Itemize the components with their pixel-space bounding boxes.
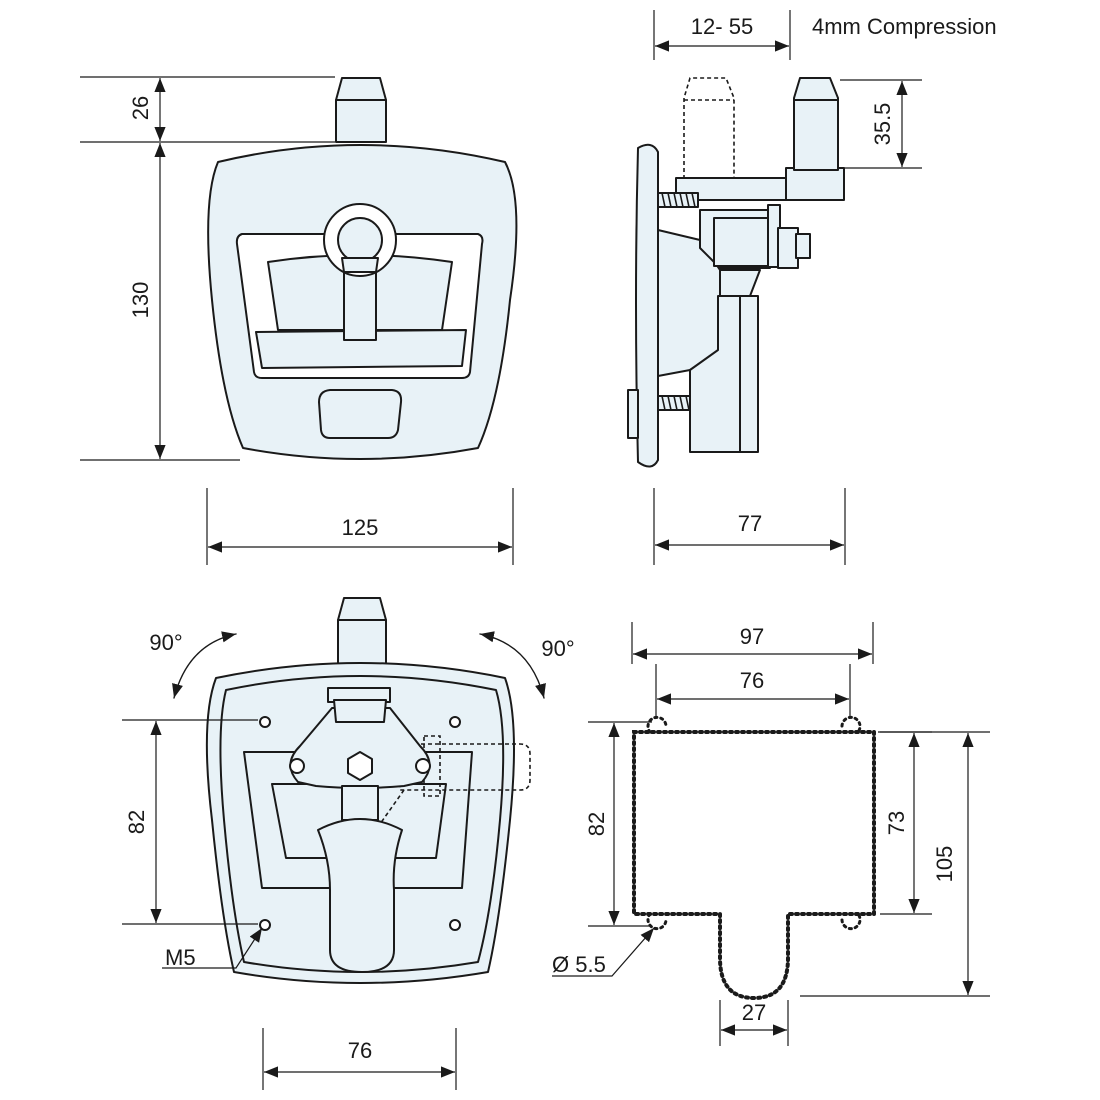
dim-97: 97 bbox=[740, 624, 764, 649]
side-rear-box bbox=[739, 295, 759, 453]
compression-label: 4mm Compression bbox=[812, 14, 997, 39]
dim-27: 27 bbox=[742, 1000, 766, 1025]
dim-76-back: 76 bbox=[348, 1038, 372, 1063]
dim-26: 26 bbox=[128, 96, 153, 120]
dim-76-cut: 76 bbox=[740, 668, 764, 693]
cutout-view: 97 76 82 73 105 Ø 5.5 27 bbox=[552, 622, 990, 1046]
dim-73: 73 bbox=[884, 811, 909, 835]
angle-left: 90° bbox=[149, 630, 182, 655]
dim-82-back: 82 bbox=[124, 810, 149, 834]
front-button bbox=[318, 389, 403, 439]
dim-125: 125 bbox=[342, 515, 379, 540]
front-view: 26 130 125 bbox=[80, 76, 518, 565]
dim-105: 105 bbox=[932, 846, 957, 883]
front-t-handle bbox=[255, 329, 467, 369]
back-hole-tr bbox=[449, 716, 461, 728]
side-spindle bbox=[793, 77, 839, 171]
front-spindle bbox=[335, 77, 387, 143]
back-hex-nut bbox=[347, 751, 373, 781]
side-spindle-dashed bbox=[683, 77, 735, 187]
cutout-outline bbox=[632, 730, 876, 1001]
dim-82-cut: 82 bbox=[584, 812, 609, 836]
back-view: 90° 90° 82 M5 bbox=[122, 597, 575, 1090]
back-latch-dashed bbox=[399, 743, 531, 791]
dim-77: 77 bbox=[738, 511, 762, 536]
dim-12-55: 12- 55 bbox=[691, 14, 753, 39]
thread-m5: M5 bbox=[165, 945, 196, 970]
hole-diameter: Ø 5.5 bbox=[552, 952, 606, 977]
angle-right: 90° bbox=[541, 636, 574, 661]
front-ring-inner bbox=[337, 217, 383, 263]
front-handle-stem bbox=[343, 269, 377, 341]
back-hole-tl bbox=[259, 716, 271, 728]
dim-35-5: 35.5 bbox=[870, 103, 895, 146]
back-handle bbox=[317, 818, 403, 973]
back-hole-br bbox=[449, 919, 461, 931]
back-hole-bl bbox=[259, 919, 271, 931]
dim-130: 130 bbox=[128, 282, 153, 319]
side-view: 12- 55 4mm Compression 35.5 77 bbox=[627, 10, 997, 565]
side-flange bbox=[635, 143, 659, 468]
